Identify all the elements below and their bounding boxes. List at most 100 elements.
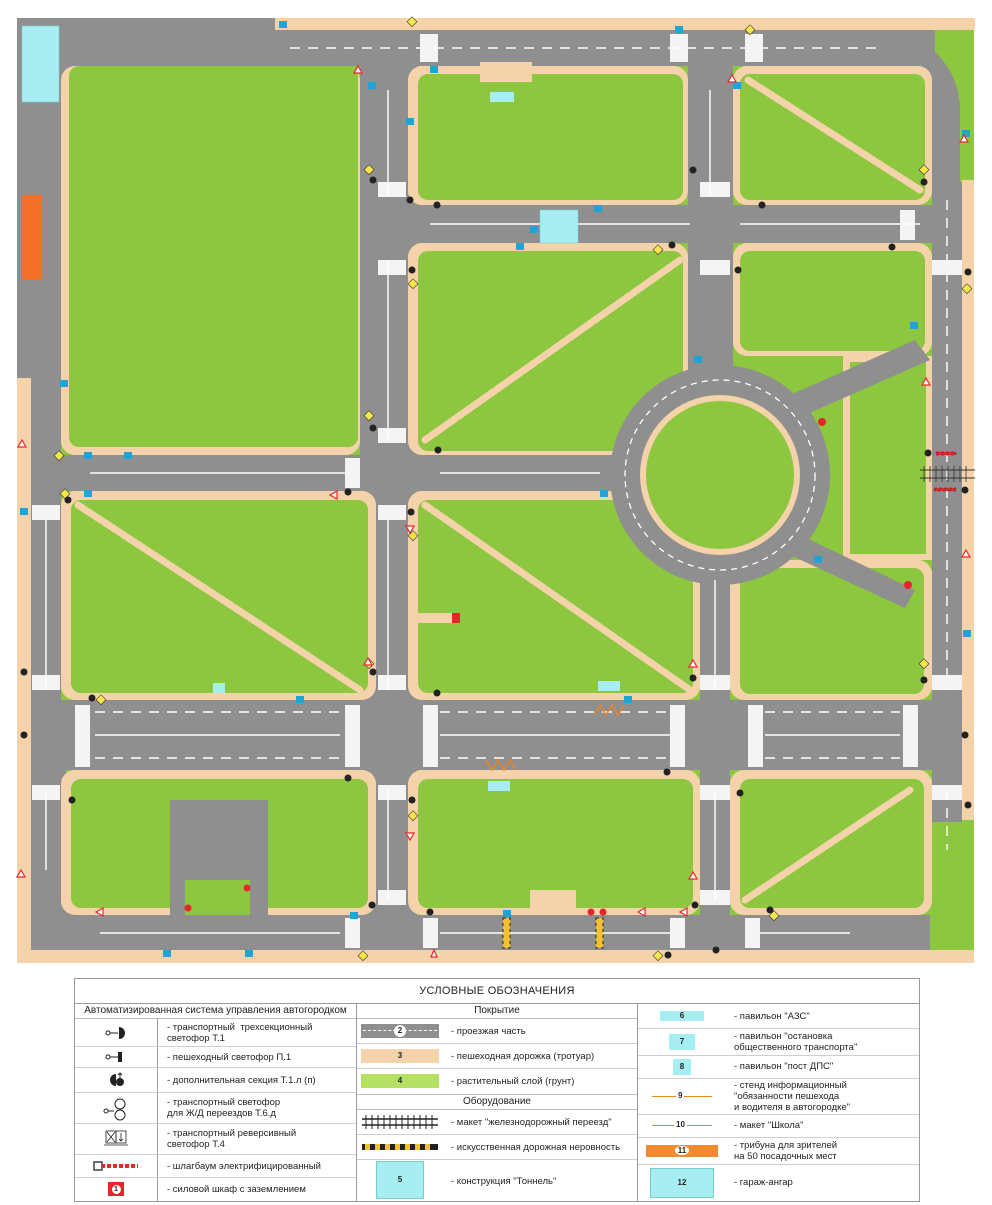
pavilion-dps-post [213, 683, 225, 693]
legend-row-tribune: 11 - трибуна для зрителей на 50 посадочн… [638, 1138, 919, 1165]
tribune-number: 11 [674, 1146, 690, 1155]
tunnel-5 [539, 209, 579, 244]
gas-station-island [480, 62, 532, 82]
dps-post-number: 8 [679, 1062, 685, 1071]
legend-label-power-cabinet: - силовой шкаф с заземлением [167, 1184, 306, 1195]
legend-divider-2 [637, 1003, 638, 1201]
speed-bump-1 [502, 917, 511, 949]
legend-label-reverse-light: - транспортный реверсивный светофор Т.4 [167, 1128, 297, 1150]
barrier-icon [93, 1161, 138, 1171]
diagonal-paths [74, 76, 924, 904]
legend-label-bus-stop: - павильон "остановка общественного тран… [734, 1031, 858, 1053]
legend-row-tunnel: 5 - конструкция "Тоннель" [357, 1160, 637, 1200]
access-road-to-cabinet [418, 613, 452, 623]
autotown-plan-map [15, 16, 975, 963]
sidewalks [17, 18, 975, 963]
legend-label-extra-section: - дополнительная секция Т.1.л (п) [167, 1075, 316, 1086]
legend-row-rail-light: - транспортный светофор для Ж/Д переездо… [75, 1093, 356, 1124]
pavilion-bus-stop-1 [598, 681, 620, 691]
legend-row-grass: 4 - растительный слой (грунт) [357, 1069, 637, 1093]
traffic-lights-map [20, 166, 972, 959]
speed-bump-2 [595, 917, 604, 949]
legend-label-grass: - растительный слой (грунт) [451, 1076, 575, 1087]
pavilion-bus-stop-2 [488, 781, 510, 791]
legend-label-rail-light: - транспортный светофор для Ж/Д переездо… [167, 1097, 281, 1119]
info-stand-1 [593, 703, 625, 717]
legend-label-speed-bump: - искусственная дорожная неровность [451, 1142, 621, 1153]
gas-station-swatch: 6 [660, 1011, 704, 1021]
legend-equipment-header: Оборудование [357, 1094, 637, 1110]
legend-row-traffic-light: - транспортный трехсекционный светофор Т… [75, 1019, 356, 1047]
info-stand-swatch: 9 [652, 1090, 712, 1102]
extra-section-icon [110, 1072, 124, 1086]
pedestrian-light-icon [105, 1052, 122, 1062]
barriers-map [933, 451, 957, 492]
tunnel-swatch: 5 [376, 1161, 424, 1199]
legend-row-reverse-light: - транспортный реверсивный светофор Т.4 [75, 1124, 356, 1155]
legend-col2-header: Покрытие [357, 1004, 637, 1019]
dps-post-swatch: 8 [673, 1059, 691, 1075]
legend-label-railway-crossing: - макет "железнодорожный переезд" [451, 1117, 612, 1128]
legend-row-gas-station: 6 - павильон "АЗС" [638, 1004, 919, 1029]
legend-row-dps-post: 8 - павильон "пост ДПС" [638, 1056, 919, 1079]
legend-label-info-stand: - стенд информационный "обязанности пеше… [734, 1080, 851, 1113]
legend-label-traffic-light: - транспортный трехсекционный светофор Т… [167, 1022, 313, 1044]
sidewalk-swatch: 3 [361, 1049, 439, 1063]
bus-stop-number: 7 [679, 1037, 685, 1046]
legend-col1-inner-divider [157, 1019, 158, 1201]
power-cabinet-map [452, 613, 460, 623]
roadway-swatch: 2 [361, 1024, 439, 1038]
legend-label-hangar: - гараж-ангар [734, 1177, 793, 1188]
roadway-number: 2 [394, 1025, 406, 1037]
legend-label-school: - макет "Школа" [734, 1120, 804, 1131]
legend-label-dps-post: - павильон "пост ДПС" [734, 1061, 834, 1072]
school-number: 10 [674, 1120, 687, 1129]
tunnel-number: 5 [397, 1175, 403, 1184]
lane-markings [45, 47, 948, 934]
legend-row-railway-crossing: - макет "железнодорожный переезд" [357, 1110, 637, 1135]
legend-label-tribune: - трибуна для зрителей на 50 посадочных … [734, 1140, 838, 1162]
info-stand-2 [485, 758, 517, 772]
legend-row-info-stand: 9 - стенд информационный "обязанности пе… [638, 1079, 919, 1115]
legend-row-school: 10 - макет "Школа" [638, 1115, 919, 1138]
hangar-swatch: 12 [650, 1167, 714, 1198]
speed-bump-icon [362, 1144, 438, 1150]
legend-label-roadway: - проезжая часть [451, 1026, 526, 1037]
pavilion-gas-station [490, 92, 514, 102]
rail-light-icon [103, 1098, 126, 1121]
legend-row-sidewalk: 3 - пешеходная дорожка (тротуар) [357, 1044, 637, 1069]
grass-number: 4 [397, 1076, 403, 1085]
legend-row-bus-stop: 7 - павильон "остановка общественного тр… [638, 1029, 919, 1056]
reverse-light-icon [104, 1130, 128, 1146]
power-cabinet-number: 1 [111, 1184, 121, 1194]
legend-label-gas-station: - павильон "АЗС" [734, 1011, 810, 1022]
info-stand-number: 9 [676, 1090, 685, 1100]
legend-row-speed-bump: - искусственная дорожная неровность [357, 1135, 637, 1160]
railway-crossing-icon [362, 1115, 438, 1129]
legend-label-pedestrian-light: - пешеходный светофор П.1 [167, 1052, 292, 1063]
power-cabinet-icon: 1 [108, 1182, 124, 1196]
legend-row-barrier: - шлагбаум электрифицированный [75, 1155, 356, 1178]
legend: УСЛОВНЫЕ ОБОЗНАЧЕНИЯ Автоматизированная … [74, 978, 920, 1202]
legend-label-tunnel: - конструкция "Тоннель" [451, 1176, 557, 1187]
tribune-11 [22, 195, 42, 280]
legend-row-pedestrian-light: - пешеходный светофор П.1 [75, 1047, 356, 1068]
legend-col1-header: Автоматизированная система управления ав… [75, 1004, 356, 1019]
crosswalks [32, 34, 962, 948]
legend-divider-1 [356, 1003, 357, 1201]
legend-row-roadway: 2 - проезжая часть [357, 1019, 637, 1044]
legend-title: УСЛОВНЫЕ ОБОЗНАЧЕНИЯ [75, 979, 919, 1004]
traffic-signs [15, 16, 973, 962]
traffic-light-3-icon [105, 1026, 125, 1039]
tribune-swatch: 11 [646, 1145, 718, 1157]
grass-swatch: 4 [361, 1074, 439, 1088]
training-yard-grass [185, 880, 250, 915]
roundabout [610, 340, 930, 608]
garage-hangar-12 [21, 25, 60, 103]
sidewalk-number: 3 [397, 1051, 403, 1060]
railway-crossing-map [920, 466, 975, 482]
legend-row-hangar: 12 - гараж-ангар [638, 1165, 919, 1200]
school-swatch: 10 [652, 1120, 712, 1131]
school-stand [530, 890, 576, 912]
hangar-number: 12 [677, 1177, 687, 1187]
